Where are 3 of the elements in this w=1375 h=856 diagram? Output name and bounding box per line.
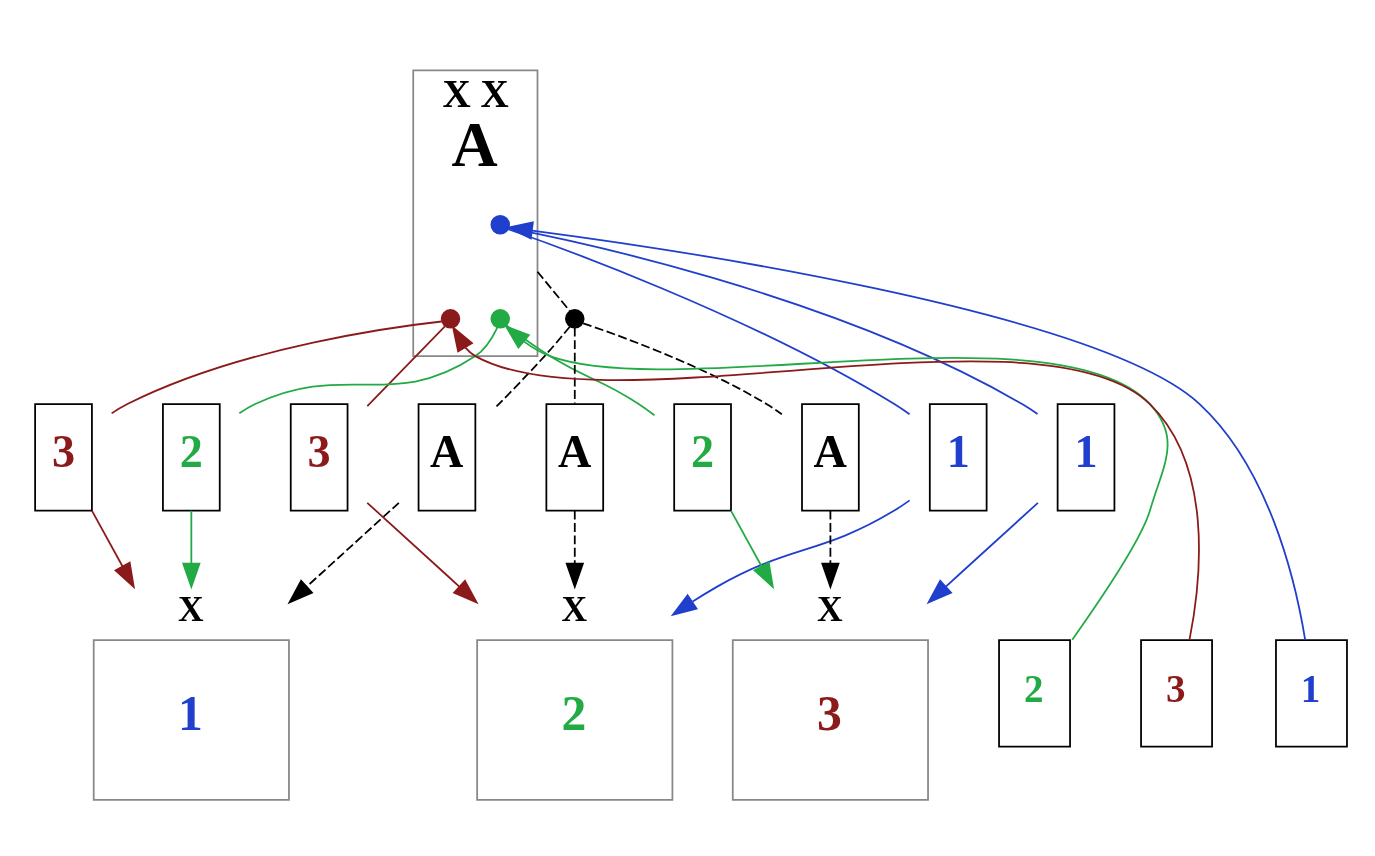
node-label: X <box>178 588 204 629</box>
node-label: X <box>561 588 588 629</box>
node-label: X <box>817 588 843 629</box>
